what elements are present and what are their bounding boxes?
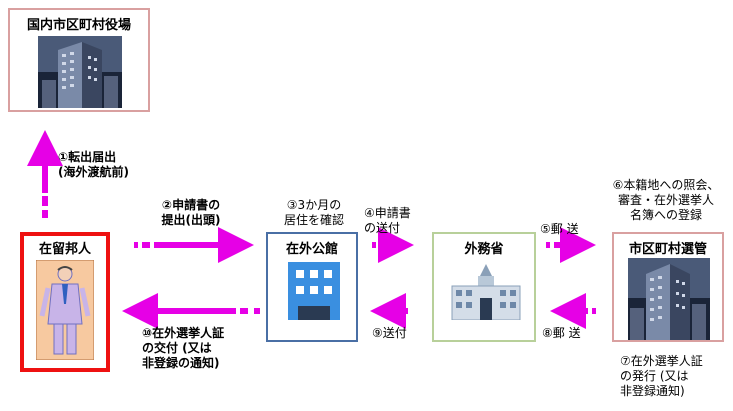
election-commission-title: 市区町村選管	[628, 242, 707, 257]
mofa-box: 外務省	[432, 232, 536, 342]
arrow-mail-back	[550, 293, 596, 329]
arrow-submit	[134, 227, 254, 263]
mail-label: ⑤郵 送	[540, 222, 579, 236]
city-building-icon	[628, 258, 710, 340]
arrow-mail	[546, 227, 596, 263]
arrow-forward	[372, 227, 414, 263]
domestic-office-title: 国内市区町村役場	[26, 18, 131, 33]
submit-label: ②申請書の 提出(出頭)	[161, 198, 221, 227]
resident-person-icon	[36, 260, 94, 360]
domestic-office-box: 国内市区町村役場	[8, 8, 150, 112]
election-commission-box: 市区町村選管	[612, 232, 724, 342]
inquiry-label: ⑥本籍地への照会、 審査・在外選挙人 名簿への登録	[612, 178, 720, 222]
certificate-deliver-label: ⑩在外選挙人証 の交付 (又は 非登録の通知)	[142, 326, 225, 370]
arrow-send-back	[370, 293, 408, 329]
arrow-move-out	[26, 130, 63, 218]
city-building-icon	[38, 36, 122, 108]
ministry-building-icon	[451, 264, 521, 320]
embassy-box: 在外公館	[266, 232, 358, 342]
embassy-title: 在外公館	[285, 242, 338, 257]
forward-label: ④申請書 の送付	[364, 206, 411, 235]
embassy-building-icon	[288, 262, 340, 320]
confirm-residence-label: ③3か月の 居住を確認	[283, 198, 344, 227]
certificate-issue-label: ⑦在外選挙人証 の発行 (又は 非登録通知)	[620, 354, 703, 398]
arrow-deliver	[122, 293, 260, 329]
mofa-title: 外務省	[464, 242, 504, 257]
mail-back-label: ⑧郵 送	[542, 326, 581, 340]
resident-box: 在留邦人	[20, 232, 110, 372]
send-back-label: ⑨送付	[372, 326, 407, 340]
move-out-label: ①転出届出 (海外渡航前)	[58, 150, 129, 179]
resident-title: 在留邦人	[38, 242, 91, 257]
